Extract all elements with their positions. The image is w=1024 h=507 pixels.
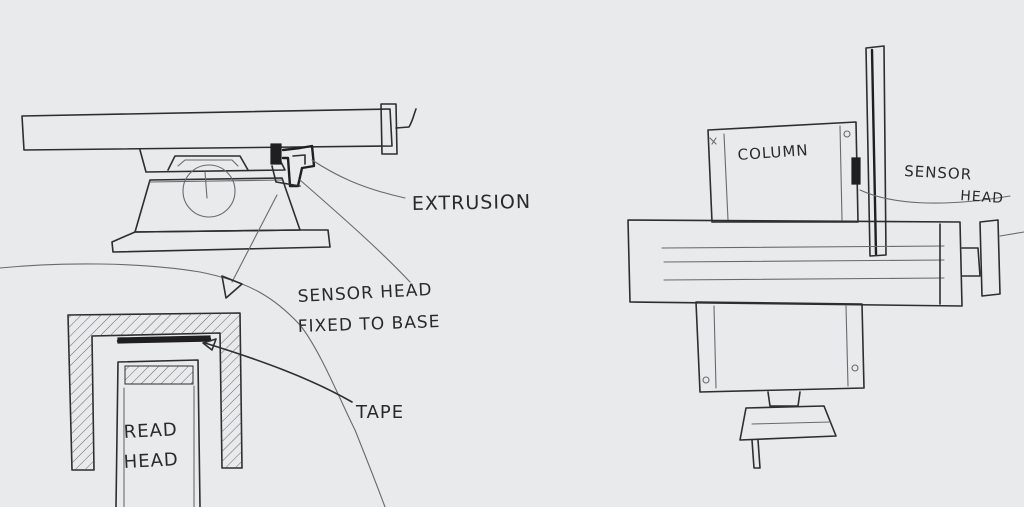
mill-front-view xyxy=(627,45,1024,469)
extrusion-label: EXTRUSION xyxy=(412,191,532,215)
channel-outer xyxy=(67,312,243,471)
front-handwheel xyxy=(961,247,981,277)
front-table-line2 xyxy=(663,259,945,263)
sensor-head-label-line2: FIXED TO BASE xyxy=(297,312,440,337)
handwheel-crank xyxy=(395,108,417,129)
under-neck xyxy=(767,391,801,407)
under-saddle xyxy=(739,405,837,441)
knee-bolt-l xyxy=(702,376,710,384)
channel-hatch xyxy=(68,313,242,470)
section-arrowhead xyxy=(221,275,243,299)
column-body xyxy=(707,121,859,223)
vertical-bar xyxy=(865,45,887,257)
knee-body xyxy=(695,301,865,393)
tape-label: TAPE xyxy=(355,402,404,423)
leadscrew-circle xyxy=(182,164,236,218)
under-saddle-hatch xyxy=(751,421,831,425)
extrusion-leader xyxy=(311,159,406,199)
section-detail xyxy=(67,312,353,507)
extrusion-bracket xyxy=(281,144,316,188)
vertical-bar-inner xyxy=(870,48,878,256)
read-head-label-line2: HEAD xyxy=(123,449,179,473)
knee-inner xyxy=(713,305,849,389)
sensor-right-leader xyxy=(859,189,1011,204)
table-side-view xyxy=(21,103,417,299)
column-mark xyxy=(709,137,717,145)
front-handwheel-crank xyxy=(999,231,1024,237)
sensor-head-leader xyxy=(299,179,411,283)
front-table-line1 xyxy=(661,245,945,249)
sensor-head-label-line1: SENSOR HEAD xyxy=(297,280,433,307)
front-table xyxy=(627,219,963,307)
column-inner xyxy=(723,125,843,221)
extrusion-slant xyxy=(271,165,301,187)
tape-leader-head xyxy=(202,338,217,351)
front-handwheel-disc xyxy=(979,219,1001,297)
read-head-label-line1: READ xyxy=(123,419,178,443)
read-head-body xyxy=(115,359,201,507)
sensor-right-label-line1: SENSOR xyxy=(904,162,973,184)
knee-bolt-r xyxy=(851,364,859,372)
section-arrow xyxy=(231,194,278,283)
tape-strip-2 xyxy=(117,335,211,344)
dovetail-inner xyxy=(177,159,239,167)
paper-edge-line xyxy=(0,263,386,507)
dovetail xyxy=(167,155,249,171)
sensor-right-block xyxy=(851,157,861,185)
base-foot xyxy=(111,229,331,253)
table-bar xyxy=(21,108,393,151)
tape-leader xyxy=(204,342,353,403)
base-top-line xyxy=(149,179,283,183)
read-head-top-hatch xyxy=(124,365,194,385)
read-head-inner xyxy=(123,385,195,507)
column-bolt xyxy=(843,130,851,138)
leadscrew-mark xyxy=(204,171,208,199)
sensor-right-label-line2: HEAD xyxy=(960,188,1005,207)
extrusion-detail xyxy=(292,154,306,165)
saddle xyxy=(139,149,286,173)
front-table-line3 xyxy=(663,277,945,281)
under-screw xyxy=(751,439,761,469)
column-label: COLUMN xyxy=(737,141,809,164)
handwheel-stub xyxy=(380,103,398,155)
extrusion-block xyxy=(270,143,282,165)
base-body xyxy=(134,177,301,233)
